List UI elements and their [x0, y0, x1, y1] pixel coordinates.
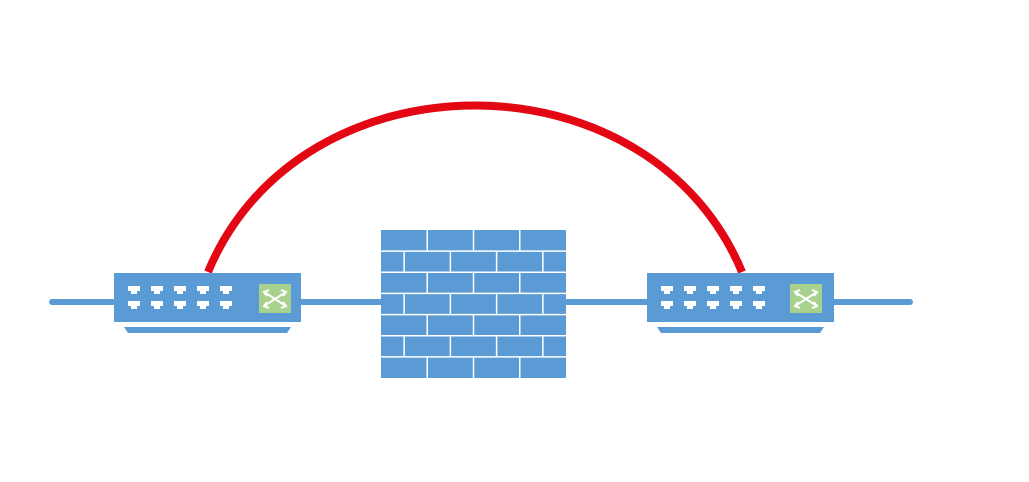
- ethernet-port-icon: [753, 286, 765, 294]
- ethernet-port-icon: [151, 286, 163, 294]
- ethernet-port-icon: [753, 301, 765, 309]
- ethernet-port-icon: [174, 301, 186, 309]
- ethernet-port-icon: [174, 286, 186, 294]
- ethernet-port-icon: [661, 286, 673, 294]
- ethernet-port-icon: [128, 286, 140, 294]
- brick-wall-icon: [381, 230, 566, 378]
- ethernet-port-icon: [730, 286, 742, 294]
- bypass-arc: [204, 101, 746, 274]
- switch-right-node: [647, 273, 834, 333]
- ethernet-port-icon: [730, 301, 742, 309]
- ethernet-port-icon: [128, 301, 140, 309]
- switch-icon: [114, 273, 301, 333]
- switch-ports: [128, 286, 232, 309]
- switch-left-node: [114, 273, 301, 333]
- ethernet-port-icon: [707, 301, 719, 309]
- ethernet-port-icon: [197, 286, 209, 294]
- switch-emblem: [790, 284, 822, 313]
- ethernet-port-icon: [151, 301, 163, 309]
- switch-icon: [647, 273, 834, 333]
- switch-emblem: [259, 284, 291, 313]
- ethernet-port-icon: [220, 301, 232, 309]
- brick-mortar: [381, 230, 566, 378]
- ethernet-port-icon: [684, 286, 696, 294]
- firewall-node: [381, 230, 566, 378]
- ethernet-port-icon: [197, 301, 209, 309]
- switch-ports: [661, 286, 765, 309]
- ethernet-port-icon: [661, 301, 673, 309]
- ethernet-port-icon: [220, 286, 232, 294]
- ethernet-port-icon: [684, 301, 696, 309]
- ethernet-port-icon: [707, 286, 719, 294]
